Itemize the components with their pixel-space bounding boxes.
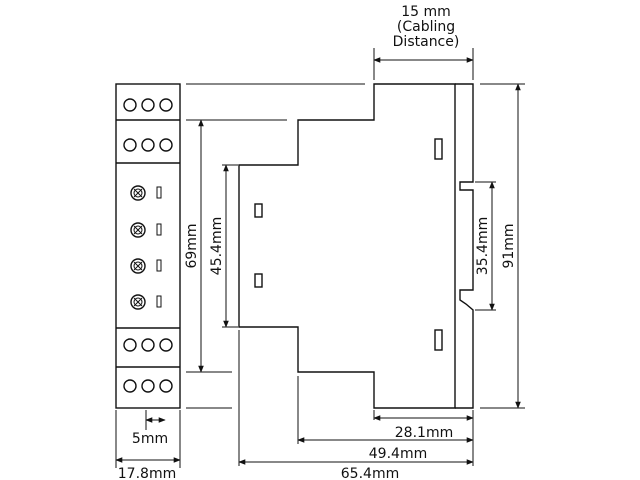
dimension-labels: 15 mm (Cabling Distance) 69mm 45.4mm 35.… bbox=[118, 4, 517, 480]
depth-total-label: 65.4mm bbox=[341, 466, 399, 480]
indicator-window bbox=[156, 186, 162, 199]
potentiometer-1 bbox=[130, 185, 162, 201]
side-window bbox=[434, 138, 443, 160]
indicator-window bbox=[156, 259, 162, 272]
dimension-lines bbox=[198, 48, 521, 466]
terminal-screw bbox=[141, 138, 155, 152]
terminal-pitch-label: 5mm bbox=[132, 431, 168, 447]
rail-height-label: 35.4mm bbox=[475, 217, 491, 275]
terminal-row-bottom-1 bbox=[123, 338, 173, 352]
width-label: 17.8mm bbox=[118, 466, 176, 480]
terminal-screw bbox=[123, 379, 137, 393]
terminal-screw bbox=[141, 98, 155, 112]
terminal-row-top-2 bbox=[123, 138, 173, 152]
terminal-row-top-1 bbox=[123, 98, 173, 112]
terminal-row-bottom-2 bbox=[123, 379, 173, 393]
terminal-screw bbox=[123, 98, 137, 112]
terminal-screw bbox=[159, 98, 173, 112]
terminal-screw bbox=[141, 338, 155, 352]
terminal-screw bbox=[123, 138, 137, 152]
indicator-window bbox=[156, 295, 162, 308]
front-housing bbox=[115, 83, 181, 409]
side-window bbox=[254, 273, 263, 288]
side-view bbox=[238, 83, 474, 409]
terminal-screw bbox=[159, 379, 173, 393]
potentiometer-4 bbox=[130, 294, 162, 310]
terminal-screw bbox=[123, 338, 137, 352]
terminal-screw bbox=[141, 379, 155, 393]
terminal-screw bbox=[159, 338, 173, 352]
side-window bbox=[254, 203, 263, 218]
cabling-label-line2: (Cabling bbox=[397, 19, 455, 35]
height-total-label: 91mm bbox=[501, 223, 517, 268]
potentiometer-3 bbox=[130, 258, 162, 274]
cabling-label-line3: Distance) bbox=[393, 34, 460, 50]
side-window bbox=[434, 329, 443, 351]
indicator-window bbox=[156, 223, 162, 236]
depth-mid-label: 49.4mm bbox=[369, 446, 427, 462]
height-front-label: 45.4mm bbox=[209, 217, 225, 275]
side-housing bbox=[238, 83, 456, 409]
cabling-label-line1: 15 mm bbox=[401, 4, 451, 20]
depth-front-label: 28.1mm bbox=[395, 425, 453, 441]
potentiometer-2 bbox=[130, 222, 162, 238]
front-view bbox=[115, 83, 181, 468]
din-rail-clip bbox=[455, 83, 474, 409]
height-body-label: 69mm bbox=[184, 223, 200, 268]
terminal-screw bbox=[159, 138, 173, 152]
